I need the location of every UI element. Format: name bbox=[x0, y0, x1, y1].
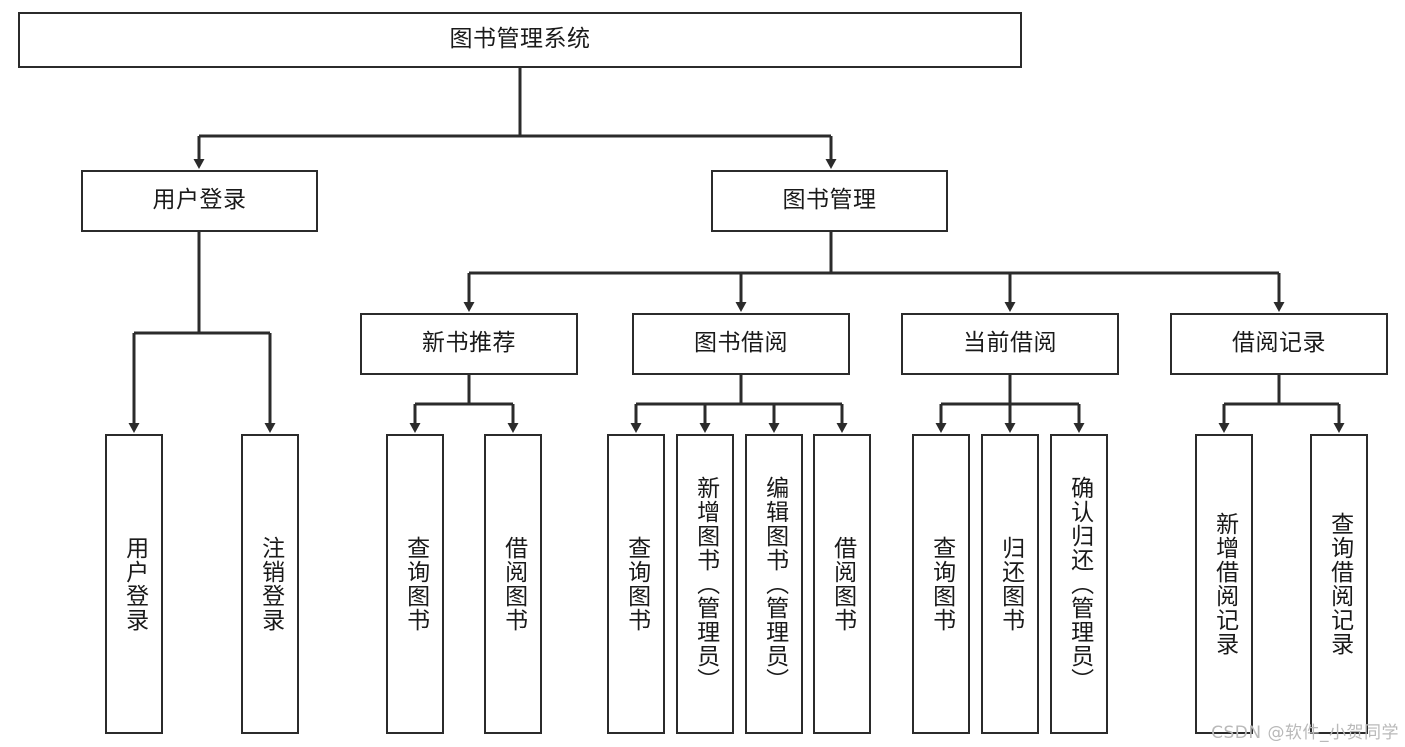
node-leaf-borrow-book-1[interactable]: 借阅图书 bbox=[484, 434, 542, 734]
node-label: 编辑图书（管理员） bbox=[761, 476, 788, 692]
node-leaf-query-book-1[interactable]: 查询图书 bbox=[386, 434, 444, 734]
node-leaf-confirm-return[interactable]: 确认归还（管理员） bbox=[1050, 434, 1108, 734]
node-label: 查询图书 bbox=[928, 536, 955, 632]
node-borrow-record[interactable]: 借阅记录 bbox=[1170, 313, 1388, 375]
node-label: 新增图书（管理员） bbox=[692, 476, 719, 692]
node-label: 注销登录 bbox=[257, 536, 284, 632]
node-label: 用户登录 bbox=[121, 536, 148, 632]
node-label: 查询图书 bbox=[402, 536, 429, 632]
node-book-management[interactable]: 图书管理 bbox=[711, 170, 948, 232]
node-label: 用户登录 bbox=[152, 187, 247, 214]
node-new-book-recommend[interactable]: 新书推荐 bbox=[360, 313, 578, 375]
node-root-system[interactable]: 图书管理系统 bbox=[18, 12, 1022, 68]
node-label: 借阅图书 bbox=[500, 536, 527, 632]
node-label: 新书推荐 bbox=[422, 330, 516, 357]
node-label: 查询借阅记录 bbox=[1326, 512, 1353, 656]
csdn-watermark: CSDN @软件_小贺同学 bbox=[1211, 723, 1399, 743]
node-leaf-add-record[interactable]: 新增借阅记录 bbox=[1195, 434, 1253, 734]
node-label: 查询图书 bbox=[623, 536, 650, 632]
node-current-borrow[interactable]: 当前借阅 bbox=[901, 313, 1119, 375]
node-label: 图书管理系统 bbox=[449, 26, 591, 53]
node-label: 图书借阅 bbox=[694, 330, 788, 357]
node-leaf-return-book[interactable]: 归还图书 bbox=[981, 434, 1039, 734]
node-label: 归还图书 bbox=[997, 536, 1024, 632]
node-leaf-borrow-book-2[interactable]: 借阅图书 bbox=[813, 434, 871, 734]
node-label: 当前借阅 bbox=[963, 330, 1057, 357]
node-leaf-query-book-3[interactable]: 查询图书 bbox=[912, 434, 970, 734]
node-book-borrow[interactable]: 图书借阅 bbox=[632, 313, 850, 375]
node-leaf-query-record[interactable]: 查询借阅记录 bbox=[1310, 434, 1368, 734]
node-label: 确认归还（管理员） bbox=[1066, 476, 1093, 692]
node-leaf-user-login[interactable]: 用户登录 bbox=[105, 434, 163, 734]
node-leaf-user-logout[interactable]: 注销登录 bbox=[241, 434, 299, 734]
node-leaf-edit-book[interactable]: 编辑图书（管理员） bbox=[745, 434, 803, 734]
node-leaf-query-book-2[interactable]: 查询图书 bbox=[607, 434, 665, 734]
node-label: 图书管理 bbox=[782, 187, 877, 214]
node-leaf-add-book[interactable]: 新增图书（管理员） bbox=[676, 434, 734, 734]
node-label: 借阅记录 bbox=[1232, 330, 1326, 357]
node-user-login[interactable]: 用户登录 bbox=[81, 170, 318, 232]
node-label: 新增借阅记录 bbox=[1211, 512, 1238, 656]
node-label: 借阅图书 bbox=[829, 536, 856, 632]
